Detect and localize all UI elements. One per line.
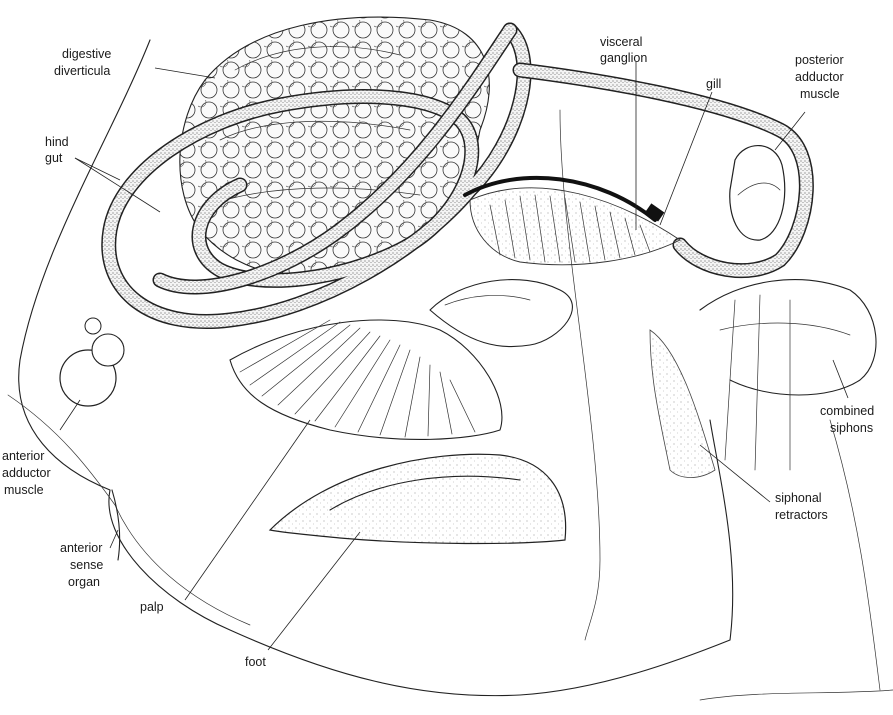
svg-text:palp: palp	[140, 600, 164, 614]
svg-text:diverticula: diverticula	[54, 64, 110, 78]
label-anterior-adductor-muscle: anterior adductor muscle	[2, 449, 51, 497]
label-hind-gut: hind gut	[45, 135, 69, 165]
label-gill: gill	[706, 77, 721, 91]
label-digestive-diverticula: digestive diverticula	[54, 47, 111, 78]
label-palp: palp	[140, 600, 164, 614]
svg-text:muscle: muscle	[4, 483, 44, 497]
combined-siphons	[700, 280, 876, 470]
svg-text:organ: organ	[68, 575, 100, 589]
svg-text:ganglion: ganglion	[600, 51, 647, 65]
posterior-adductor-muscle	[730, 146, 785, 241]
label-posterior-adductor-muscle: posterior adductor muscle	[795, 53, 844, 101]
label-visceral-ganglion: visceral ganglion	[600, 35, 647, 65]
svg-text:sense: sense	[70, 558, 103, 572]
svg-text:adductor: adductor	[795, 70, 844, 84]
gill	[470, 188, 680, 265]
svg-text:siphonal: siphonal	[775, 491, 822, 505]
palp	[230, 320, 502, 439]
label-foot: foot	[245, 655, 266, 669]
svg-text:foot: foot	[245, 655, 266, 669]
svg-text:retractors: retractors	[775, 508, 828, 522]
svg-text:hind: hind	[45, 135, 69, 149]
svg-text:posterior: posterior	[795, 53, 844, 67]
svg-text:digestive: digestive	[62, 47, 111, 61]
svg-text:gill: gill	[706, 77, 721, 91]
svg-text:anterior: anterior	[60, 541, 102, 555]
label-anterior-sense-organ: anterior sense organ	[60, 541, 103, 589]
svg-text:adductor: adductor	[2, 466, 51, 480]
foot	[270, 454, 566, 543]
label-combined-siphons: combined siphons	[820, 404, 874, 435]
svg-text:gut: gut	[45, 151, 63, 165]
svg-text:combined: combined	[820, 404, 874, 418]
anterior-adductor-muscle	[60, 318, 124, 406]
svg-text:siphons: siphons	[830, 421, 873, 435]
label-siphonal-retractors: siphonal retractors	[775, 491, 828, 522]
svg-text:anterior: anterior	[2, 449, 44, 463]
svg-text:visceral: visceral	[600, 35, 642, 49]
svg-text:muscle: muscle	[800, 87, 840, 101]
siphonal-retractors	[650, 330, 715, 478]
